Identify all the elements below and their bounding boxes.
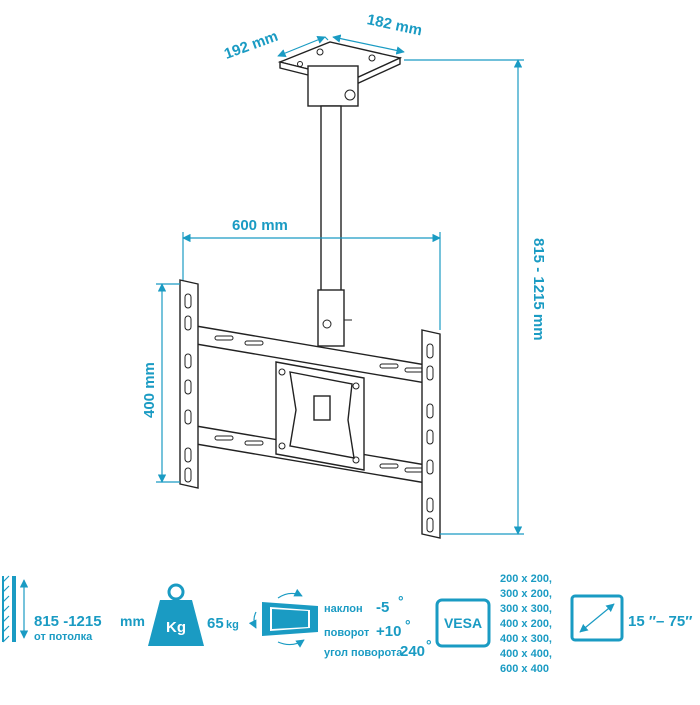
vesa-size: 300 x 300,: [500, 603, 552, 615]
tilt-value: -5: [376, 599, 389, 616]
rotation-degree: °: [426, 637, 432, 653]
swivel-degree: °: [405, 617, 411, 633]
frame-height-dimension: 400 mm: [141, 283, 180, 483]
weight-unit: kg: [226, 619, 239, 631]
frame-height-label: 400 mm: [141, 362, 158, 418]
tilt-icon: [248, 588, 318, 648]
weight-value: 65: [207, 615, 224, 632]
vesa-badge-label: VESA: [444, 615, 482, 631]
swivel-value: +10: [376, 623, 401, 640]
rotation-value: 240: [400, 643, 425, 660]
arm-span-label: 600 mm: [232, 217, 288, 234]
screen-size-range: 15 ″– 75″: [628, 613, 692, 630]
drop-note: от потолка: [34, 631, 93, 643]
tilt-degree: °: [398, 593, 404, 609]
rotation-label: угол поворота: [324, 647, 403, 659]
plate-depth-label: 182 mm: [365, 11, 423, 39]
drop-unit: mm: [120, 613, 145, 629]
vesa-size: 400 x 200,: [500, 618, 552, 630]
drop-range-label: 815 - 1215 mm: [530, 238, 547, 341]
arm-span-dimension: 600 mm: [182, 217, 441, 330]
ceiling-pole: [317, 105, 352, 347]
ceiling-plate: [277, 41, 403, 107]
drop-value: 815 -1215: [34, 613, 102, 630]
vesa-size: 300 x 200,: [500, 588, 552, 600]
mount-frame: [179, 279, 441, 539]
vesa-badge: VESA: [435, 598, 491, 648]
swivel-label: поворот: [324, 627, 370, 639]
ceiling-drop-icon: [2, 575, 29, 643]
vesa-size: 400 x 400,: [500, 648, 552, 660]
tilt-label: наклон: [324, 603, 363, 615]
weight-icon: Kg: [148, 583, 204, 646]
screen-size-icon: [570, 594, 624, 642]
vesa-size: 200 x 200,: [500, 573, 552, 585]
drop-range-dimension: 815 - 1215 mm: [404, 59, 547, 535]
vesa-size: 600 x 400: [500, 663, 549, 675]
vesa-size: 400 x 300,: [500, 633, 552, 645]
weight-icon-label: Kg: [166, 619, 186, 636]
plate-width-label: 192 mm: [222, 28, 280, 63]
